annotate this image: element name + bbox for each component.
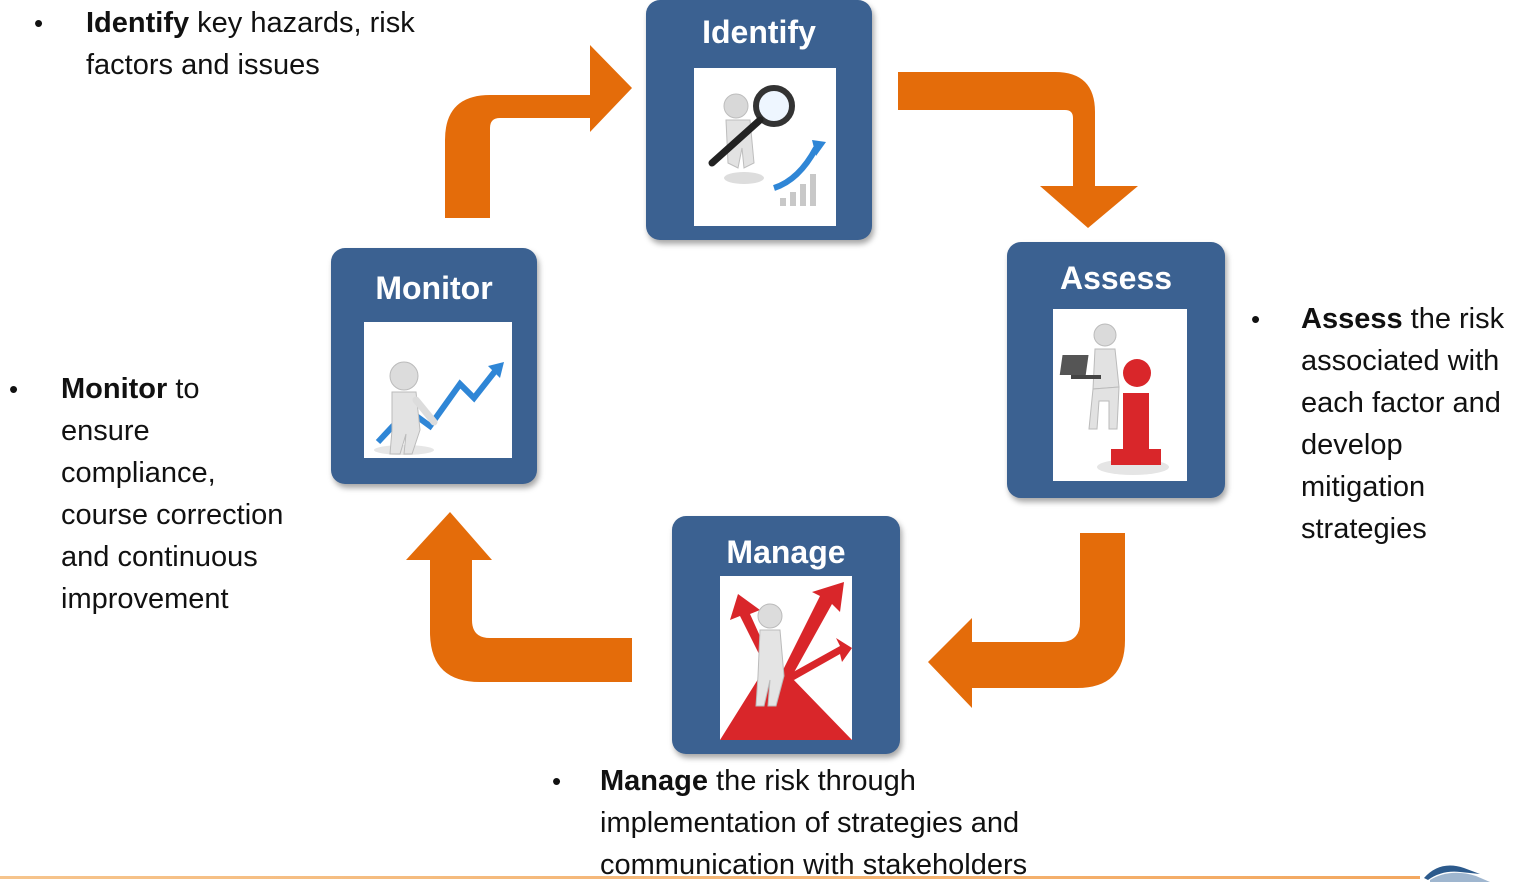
assess-bold: Assess [1301, 303, 1403, 335]
assess-note: • Assess the risk associated with each f… [1251, 298, 1529, 550]
magnifier-figure-growth-icon [694, 68, 836, 226]
manage-title: Manage [726, 534, 846, 570]
monitor-line-3: compliance, [61, 457, 216, 489]
footer-divider [0, 876, 1420, 879]
manage-bold: Manage [600, 765, 708, 797]
identify-title: Identify [702, 14, 816, 50]
monitor-bullet: • [9, 374, 19, 404]
assess-line-3: each factor and [1301, 387, 1501, 419]
arrow-manage-to-monitor [406, 512, 632, 682]
arrow-identify-to-assess [898, 72, 1138, 228]
arrow-monitor-to-identify [445, 45, 632, 218]
assess-line-6: strategies [1301, 513, 1427, 545]
corner-logo-icon [1424, 865, 1490, 882]
figure-laptop-info-icon [1053, 309, 1187, 481]
monitor-line-4: course correction [61, 499, 284, 531]
assess-title: Assess [1059, 260, 1173, 296]
figure-trend-line-icon [364, 322, 512, 458]
manage-box: Manage [672, 516, 900, 754]
monitor-bold: Monitor [61, 373, 168, 405]
identify-bullet: • [34, 8, 44, 38]
manage-line-3: communication with stakeholders [600, 849, 1028, 881]
manage-line-1: the risk through [707, 765, 916, 797]
monitor-note: • Monitor to ensure compliance, course c… [9, 368, 331, 620]
monitor-line-1: to [167, 373, 200, 405]
assess-line-2: associated with [1301, 345, 1500, 377]
manage-line-2: implementation of strategies and [600, 807, 1020, 839]
assess-line-1: the risk [1402, 303, 1505, 335]
monitor-line-2: ensure [61, 415, 150, 447]
identify-box: Identify [646, 0, 872, 240]
manage-bullet: • [552, 766, 562, 796]
identify-note: • Identify key hazards, risk factors and… [34, 2, 466, 86]
assess-bullet: • [1251, 304, 1261, 334]
monitor-box: Monitor [331, 248, 537, 484]
assess-box: Assess [1007, 242, 1225, 498]
monitor-line-6: improvement [61, 583, 229, 615]
identify-bold: Identify [86, 7, 190, 39]
figure-red-arrows-icon [720, 576, 852, 740]
assess-line-5: mitigation [1301, 471, 1426, 503]
identify-line-1: key hazards, risk [189, 7, 415, 39]
arrow-assess-to-manage [928, 533, 1125, 708]
manage-note: • Manage the risk through implementation… [552, 760, 1120, 886]
identify-line-2: factors and issues [86, 49, 320, 81]
assess-line-4: develop [1301, 429, 1403, 461]
monitor-line-5: and continuous [61, 541, 258, 573]
monitor-title: Monitor [375, 270, 493, 306]
